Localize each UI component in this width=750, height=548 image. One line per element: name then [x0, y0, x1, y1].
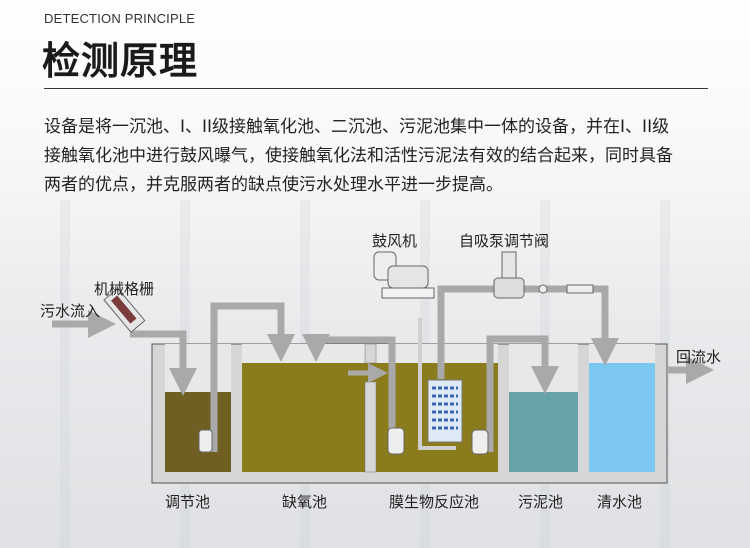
partition-wall [364, 343, 377, 364]
clear-tank-water [589, 363, 655, 472]
page-title: 检测原理 [42, 39, 199, 83]
tank-label: 膜生物反应池 [389, 493, 479, 511]
membrane-module-icon [427, 379, 463, 443]
mechanical-screen-icon [103, 287, 146, 333]
anoxic-tank-water [242, 363, 365, 472]
partition-wall [364, 381, 377, 473]
tank-label: 调节池 [165, 493, 210, 511]
regulating-tank-water [165, 392, 231, 472]
divider [44, 88, 708, 89]
pump-valve-icon [493, 251, 594, 299]
return-water-label: 回流水 [676, 348, 721, 366]
description-line: 两者的优点，并克服两者的缺点使污水处理水平进一步提高。 [44, 175, 503, 195]
blower-icon [373, 251, 435, 299]
pipes [52, 285, 714, 452]
tank-label: 缺氧池 [282, 493, 327, 511]
sludge-tank-water [509, 392, 578, 472]
tank-label: 污泥池 [518, 493, 563, 511]
description: 设备是将一沉池、I、II级接触氧化池、二沉池、污泥池集中一体的设备，并在I、II… [44, 113, 714, 200]
pump-valve-label: 自吸泵调节阀 [459, 232, 549, 250]
screen-label: 机械格栅 [94, 280, 154, 298]
inflow-label: 污水流入 [40, 302, 100, 320]
submersible-pump-icon [198, 427, 489, 455]
description-line: 设备是将一沉池、I、II级接触氧化池、二沉池、污泥池集中一体的设备，并在I、II… [44, 117, 670, 137]
section-subtitle: DETECTION PRINCIPLE [44, 11, 196, 26]
blower-label: 鼓风机 [372, 232, 417, 250]
description-line: 接触氧化池中进行鼓风曝气，使接触氧化法和活性污泥法有效的结合起来，同时具备 [44, 146, 673, 166]
tank-label: 清水池 [597, 493, 642, 511]
